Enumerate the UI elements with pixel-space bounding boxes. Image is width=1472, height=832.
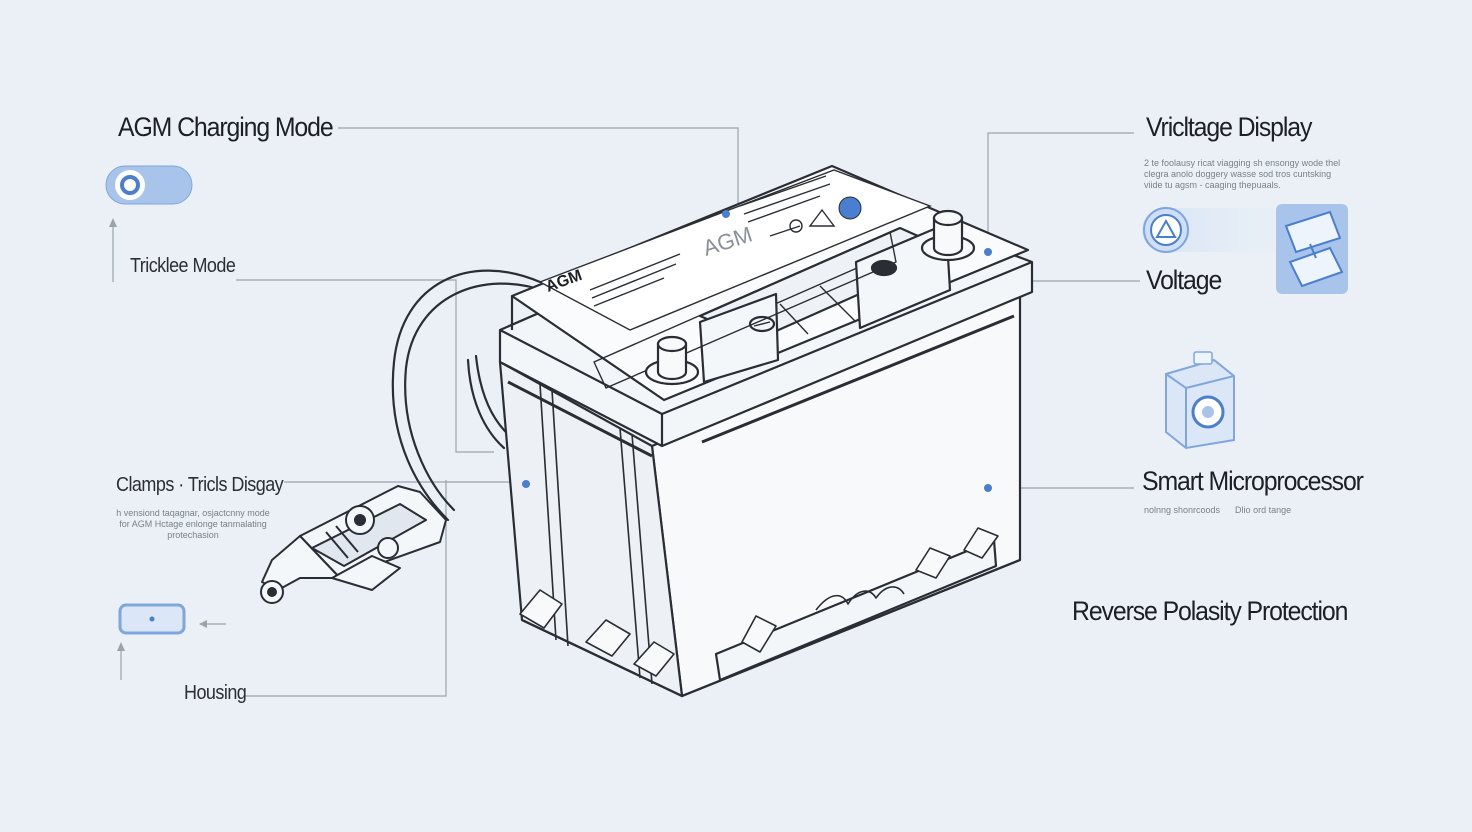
- label-reverse-polarity-protection: Reverse Polasity Protection: [1072, 596, 1348, 626]
- smart-microprocessor-description: nolnng shonrcoods Dlio ord tange: [1144, 505, 1292, 515]
- charging-cable: [391, 269, 550, 522]
- toggle-switch-icon: [105, 165, 193, 205]
- top-label-plate: AGM AGM: [538, 169, 932, 331]
- arrow-heads: [109, 218, 207, 651]
- terminal-negative: [644, 335, 700, 386]
- label-trickle-mode: Tricklee Mode: [130, 255, 236, 277]
- voltage-display-description: 2 te foolausy ricat viagging sh ensongy …: [1144, 158, 1341, 190]
- terminal-positive: [920, 209, 976, 262]
- label-voltage-display: Vricltage Display: [1146, 112, 1312, 142]
- label-agm-charging-mode: AGM Charging Mode: [118, 112, 334, 142]
- indicator-button-icon: [118, 603, 186, 635]
- processor-chip-icon: [1165, 351, 1235, 450]
- charger-device-icon: [1276, 204, 1348, 294]
- alligator-clamp: [260, 485, 447, 604]
- callout-dots: [522, 210, 992, 492]
- clamps-description: h vensiond taqagnar, osjactcnny mode for…: [116, 508, 270, 540]
- label-voltage: Voltage: [1146, 265, 1222, 295]
- label-smart-microprocessor: Smart Microprocessor: [1142, 466, 1364, 496]
- agm-battery: [498, 164, 1034, 698]
- label-clamps: Clamps · Tricls Disgay: [116, 474, 284, 496]
- label-housing: Housing: [184, 682, 247, 704]
